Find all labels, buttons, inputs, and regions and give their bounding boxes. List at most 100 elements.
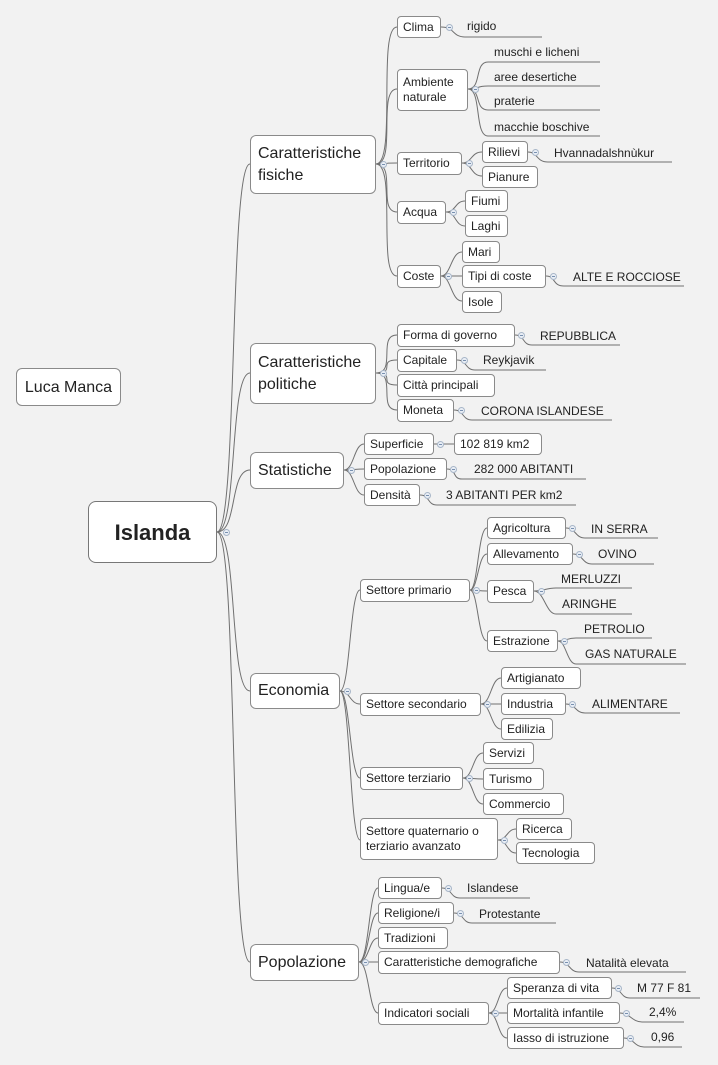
topic-industria[interactable]: Industria — [501, 693, 566, 715]
topic-settore-primario[interactable]: Settore primario — [360, 579, 470, 602]
topic-rilievi[interactable]: Rilievi — [482, 141, 528, 163]
topic-densita[interactable]: Densità — [364, 484, 420, 506]
topic-superficie[interactable]: Superficie — [364, 433, 434, 455]
topic-settore-terziario[interactable]: Settore terziario — [360, 767, 463, 790]
topic-ricerca[interactable]: Ricerca — [516, 818, 572, 840]
collapse-icon[interactable] — [450, 466, 457, 473]
collapse-icon[interactable] — [362, 959, 369, 966]
topic-economia[interactable]: Economia — [250, 673, 340, 709]
topic-tipi-di-coste[interactable]: Tipi di coste — [462, 265, 546, 288]
topic-popolazione[interactable]: Popolazione — [250, 944, 359, 981]
topic-lingua[interactable]: Lingua/e — [378, 877, 442, 899]
topic-servizi[interactable]: Servizi — [483, 742, 534, 764]
topic-clima[interactable]: Clima — [397, 16, 441, 38]
topic-pianure[interactable]: Pianure — [482, 166, 538, 188]
leaf-mortalita-value: 2,4% — [649, 1005, 677, 1019]
connector — [565, 703, 586, 714]
topic-popolazione-stat[interactable]: Popolazione — [364, 458, 447, 480]
topic-tradizioni[interactable]: Tradizioni — [378, 927, 448, 949]
topic-superficie-value[interactable]: 102 819 km2 — [454, 433, 542, 455]
topic-allevamento[interactable]: Allevamento — [487, 543, 573, 565]
collapse-icon[interactable] — [445, 273, 452, 280]
collapse-icon[interactable] — [538, 588, 545, 595]
collapse-icon[interactable] — [576, 551, 583, 558]
connector — [216, 531, 251, 963]
collapse-icon[interactable] — [569, 525, 576, 532]
topic-pesca[interactable]: Pesca — [487, 580, 534, 603]
collapse-icon[interactable] — [492, 1010, 499, 1017]
topic-artigianato[interactable]: Artigianato — [501, 667, 581, 689]
collapse-icon[interactable] — [466, 775, 473, 782]
topic-edilizia[interactable]: Edilizia — [501, 718, 553, 740]
collapse-icon[interactable] — [550, 273, 557, 280]
connector — [514, 334, 533, 346]
collapse-icon[interactable] — [518, 332, 525, 339]
collapse-icon[interactable] — [450, 209, 457, 216]
collapse-icon[interactable] — [461, 357, 468, 364]
collapse-icon[interactable] — [424, 492, 431, 499]
collapse-icon[interactable] — [446, 24, 453, 31]
topic-commercio[interactable]: Commercio — [483, 793, 564, 815]
leaf-agricoltura-value: IN SERRA — [591, 522, 648, 536]
leaf-estrazione-1: PETROLIO — [584, 622, 645, 636]
leaf-ambiente-2: aree desertiche — [494, 70, 577, 84]
topic-caratteristiche-politiche[interactable]: Caratteristiche politiche — [250, 343, 376, 404]
collapse-icon[interactable] — [473, 587, 480, 594]
topic-statistiche[interactable]: Statistiche — [250, 452, 344, 489]
collapse-icon[interactable] — [569, 701, 576, 708]
collapse-icon[interactable] — [623, 1010, 630, 1017]
leaf-estrazione-2: GAS NATURALE — [585, 647, 677, 661]
central-topic[interactable]: Islanda — [88, 501, 217, 563]
topic-coste[interactable]: Coste — [397, 265, 441, 288]
collapse-icon[interactable] — [458, 407, 465, 414]
collapse-icon[interactable] — [627, 1035, 634, 1042]
collapse-icon[interactable] — [472, 86, 479, 93]
topic-tasso-istruzione[interactable]: Iasso di istruzione — [507, 1027, 624, 1049]
collapse-icon[interactable] — [223, 529, 230, 536]
topic-capitale[interactable]: Capitale — [397, 349, 457, 372]
connector — [419, 494, 438, 506]
topic-settore-quaternario[interactable]: Settore quaternario o terziario avanzato — [360, 818, 498, 860]
collapse-icon[interactable] — [563, 959, 570, 966]
collapse-icon[interactable] — [348, 467, 355, 474]
topic-fiumi[interactable]: Fiumi — [465, 190, 508, 212]
topic-ambiente-naturale[interactable]: Ambiente naturale — [397, 69, 468, 111]
connector — [557, 640, 577, 665]
collapse-icon[interactable] — [466, 160, 473, 167]
topic-moneta[interactable]: Moneta — [397, 399, 454, 422]
topic-tecnologia[interactable]: Tecnologia — [516, 842, 595, 864]
topic-mortalita-infantile[interactable]: Mortalità infantile — [507, 1002, 620, 1024]
collapse-icon[interactable] — [561, 638, 568, 645]
collapse-icon[interactable] — [380, 161, 387, 168]
topic-agricoltura[interactable]: Agricoltura — [487, 517, 566, 539]
topic-estrazione[interactable]: Estrazione — [487, 630, 558, 652]
collapse-icon[interactable] — [501, 837, 508, 844]
topic-turismo[interactable]: Turismo — [483, 768, 544, 790]
topic-laghi[interactable]: Laghi — [465, 215, 508, 237]
topic-indicatori-sociali[interactable]: Indicatori sociali — [378, 1002, 489, 1025]
topic-religione[interactable]: Religione/i — [378, 902, 454, 924]
connector — [462, 777, 484, 805]
collapse-icon[interactable] — [344, 688, 351, 695]
collapse-icon[interactable] — [532, 149, 539, 156]
connector — [462, 752, 484, 779]
collapse-icon[interactable] — [445, 885, 452, 892]
topic-caratteristiche-fisiche[interactable]: Caratteristiche fisiche — [250, 135, 376, 194]
connector — [453, 912, 473, 924]
topic-citta-principali[interactable]: Città principali — [397, 374, 495, 397]
collapse-icon[interactable] — [484, 701, 491, 708]
topic-mari[interactable]: Mari — [462, 241, 500, 263]
collapse-icon[interactable] — [457, 910, 464, 917]
collapse-icon[interactable] — [380, 370, 387, 377]
connector — [469, 553, 488, 591]
topic-forma-di-governo[interactable]: Forma di governo — [397, 324, 515, 347]
collapse-icon[interactable] — [437, 441, 444, 448]
topic-caratteristiche-demografiche[interactable]: Caratteristiche demografiche — [378, 951, 560, 974]
topic-settore-secondario[interactable]: Settore secondario — [360, 693, 481, 716]
topic-isole[interactable]: Isole — [462, 291, 502, 313]
topic-territorio[interactable]: Territorio — [397, 152, 462, 175]
collapse-icon[interactable] — [615, 985, 622, 992]
topic-acqua[interactable]: Acqua — [397, 201, 446, 224]
topic-speranza-di-vita[interactable]: Speranza di vita — [507, 977, 612, 999]
floating-topic-author[interactable]: Luca Manca — [16, 368, 121, 406]
